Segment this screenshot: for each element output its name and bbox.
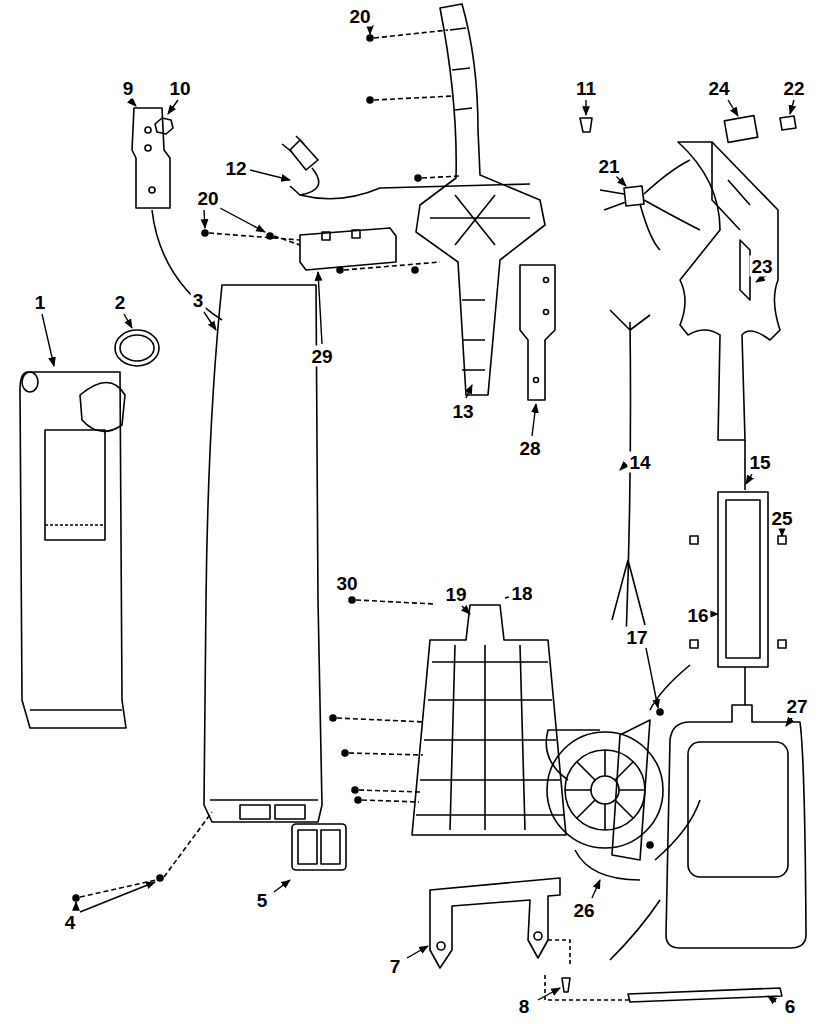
callout-number: 16 bbox=[685, 605, 710, 626]
callout-number: 1 bbox=[33, 292, 48, 313]
callout-number: 15 bbox=[747, 452, 772, 473]
callout-number: 8 bbox=[517, 996, 532, 1017]
callout-number: 7 bbox=[388, 956, 403, 977]
callout-number: 23 bbox=[749, 256, 774, 277]
callout-number: 30 bbox=[334, 573, 359, 594]
callout-number: 9 bbox=[121, 78, 136, 99]
callout-number: 24 bbox=[706, 78, 731, 99]
callout-number: 6 bbox=[783, 996, 798, 1017]
callout-number: 10 bbox=[167, 78, 192, 99]
callout-number: 17 bbox=[624, 627, 649, 648]
callout-number: 27 bbox=[784, 696, 809, 717]
callout-number: 25 bbox=[769, 508, 794, 529]
callout-number: 5 bbox=[255, 890, 270, 911]
callout-number: 29 bbox=[309, 346, 334, 367]
callout-number: 28 bbox=[517, 438, 542, 459]
callout-number: 20 bbox=[195, 188, 220, 209]
callout-number: 26 bbox=[571, 900, 596, 921]
callout-number: 14 bbox=[627, 452, 652, 473]
callout-number: 13 bbox=[450, 401, 475, 422]
callout-number: 2 bbox=[113, 292, 128, 313]
callout-number: 22 bbox=[781, 78, 806, 99]
callout-number: 3 bbox=[191, 290, 206, 311]
callout-number: 20 bbox=[347, 6, 372, 27]
callout-number: 21 bbox=[596, 156, 621, 177]
callout-number: 4 bbox=[63, 912, 78, 933]
callout-number: 18 bbox=[509, 583, 534, 604]
callout-number: 11 bbox=[574, 78, 598, 99]
callout-number: 12 bbox=[223, 158, 248, 179]
callout-number: 19 bbox=[443, 584, 468, 605]
